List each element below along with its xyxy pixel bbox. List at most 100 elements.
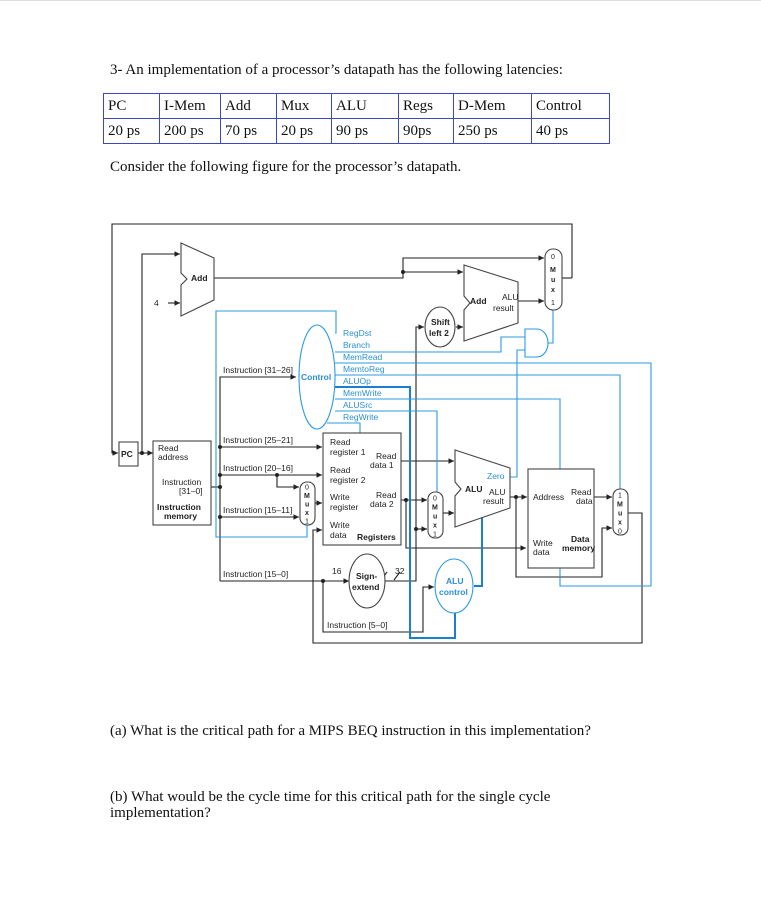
- mux-label: x: [433, 523, 437, 530]
- imem-label: address: [158, 452, 188, 462]
- mux-label: u: [433, 514, 437, 521]
- constant-four: 4: [154, 298, 159, 308]
- bit-width-32: 32: [395, 566, 405, 576]
- value-cell: 250 ps: [453, 118, 532, 144]
- inst-5-0-label: Instruction [5–0]: [327, 620, 387, 630]
- reg-label: data 2: [370, 499, 394, 509]
- alu-control-label: control: [439, 587, 468, 597]
- mux-label: x: [305, 510, 309, 517]
- inst-20-16-label: Instruction [20–16]: [223, 463, 293, 473]
- dm-label: data: [576, 496, 593, 506]
- value-cell: 70 ps: [220, 118, 277, 144]
- page-top-border: [0, 0, 761, 1]
- imem-title: memory: [164, 511, 197, 521]
- inst-15-0-label: Instruction [15–0]: [223, 569, 288, 579]
- mux-label: M: [304, 493, 310, 500]
- table-value-row: 20 ps 200 ps 70 ps 20 ps 90 ps 90ps 250 …: [103, 118, 610, 144]
- mux-label: M: [617, 502, 623, 509]
- control-signal-labels: RegDst Branch MemRead MemtoReg ALUOp Mem…: [343, 328, 385, 422]
- registers-title: Registers: [357, 532, 396, 542]
- mux-input-0: 0: [551, 254, 555, 261]
- imem-label: [31–0]: [179, 486, 203, 496]
- mux-label: M: [550, 267, 556, 274]
- header-cell: Mux: [276, 93, 332, 119]
- mux-label: x: [551, 287, 555, 294]
- value-cell: 40 ps: [531, 118, 610, 144]
- signal-regwrite: RegWrite: [343, 412, 379, 422]
- consider-text: Consider the following figure for the pr…: [110, 159, 462, 175]
- reg-label: Read: [376, 490, 397, 500]
- mux-label: u: [551, 277, 555, 284]
- regdst-mux: [299, 481, 316, 526]
- imem-label: Read: [158, 443, 179, 453]
- sign-extend: [348, 553, 386, 609]
- mux-input-0: 0: [305, 485, 309, 492]
- shift-left-2: [424, 306, 456, 348]
- mux-input-1: 1: [551, 300, 555, 307]
- value-cell: 20 ps: [276, 118, 332, 144]
- reg-label: register: [330, 502, 359, 512]
- bit-width-16: 16: [332, 566, 342, 576]
- reg-label: data 1: [370, 460, 394, 470]
- inst-15-11-label: Instruction [15–11]: [223, 505, 292, 515]
- mux-input-1: 1: [305, 519, 309, 526]
- dm-label: Read: [571, 487, 592, 497]
- reg-label: Write: [330, 492, 350, 502]
- inst-25-21-label: Instruction [25–21]: [223, 435, 293, 445]
- memtoreg-mux: [612, 488, 629, 536]
- mux-label: x: [618, 520, 622, 527]
- alusrc-mux: [427, 491, 444, 539]
- reg-label: register 1: [330, 447, 366, 457]
- mux-label: u: [305, 502, 309, 509]
- instruction-memory: [152, 440, 212, 526]
- value-cell: 200 ps: [159, 118, 221, 144]
- branch-and-gate: [524, 328, 549, 358]
- mux-label: M: [432, 505, 438, 512]
- value-cell: 90ps: [398, 118, 454, 144]
- signal-memtoreg: MemtoReg: [343, 364, 385, 374]
- signal-memread: MemRead: [343, 352, 382, 362]
- question-part-a: (a) What is the critical path for a MIPS…: [110, 723, 591, 739]
- control-label: Control: [301, 372, 331, 382]
- question-part-b-line2: implementation?: [110, 805, 211, 821]
- pc-label: PC: [121, 449, 133, 459]
- mux-input-1: 1: [433, 532, 437, 539]
- reg-label: Write: [330, 520, 350, 530]
- signal-branch: Branch: [343, 340, 370, 350]
- branch-adder: [463, 264, 519, 342]
- question-part-b-line1: (b) What would be the cycle time for thi…: [110, 789, 551, 805]
- alu-control: [434, 558, 474, 614]
- reg-label: register 2: [330, 475, 366, 485]
- dm-label: Write: [533, 538, 553, 548]
- reg-label: Read: [330, 437, 351, 447]
- control-unit: [298, 324, 336, 430]
- imem-label: Instruction: [162, 477, 201, 487]
- header-cell: Regs: [398, 93, 454, 119]
- signal-aluop: ALUOp: [343, 376, 371, 386]
- imem-title: Instruction: [157, 502, 201, 512]
- pc-adder: [180, 242, 215, 317]
- sign-extend-label: extend: [352, 582, 379, 592]
- mux-label: u: [618, 511, 622, 518]
- alu-control-label: ALU: [446, 576, 463, 586]
- mux-input-0: 0: [433, 496, 437, 503]
- alu-zero-label: Zero: [487, 471, 505, 481]
- reg-label: Read: [330, 465, 351, 475]
- main-alu: [454, 449, 511, 528]
- inst-31-26-label: Instruction [31–26]: [223, 365, 293, 375]
- question-intro: 3- An implementation of a processor’s da…: [110, 62, 563, 78]
- latency-table: PC I-Mem Add Mux ALU Regs D-Mem Control …: [103, 93, 610, 144]
- dm-title: Data: [571, 534, 590, 544]
- mux-input-0: 0: [618, 529, 622, 536]
- pc-register: [118, 441, 139, 467]
- shift-label: left 2: [429, 328, 449, 338]
- pc-mux: [544, 248, 563, 311]
- datapath-wires: [111, 223, 643, 644]
- dm-label: Address: [533, 492, 564, 502]
- branch-adder-result-1: ALU: [502, 292, 519, 302]
- header-cell: ALU: [331, 93, 399, 119]
- pc-adder-label: Add: [191, 273, 208, 283]
- signal-memwrite: MemWrite: [343, 388, 382, 398]
- alu-result-label: result: [483, 496, 504, 506]
